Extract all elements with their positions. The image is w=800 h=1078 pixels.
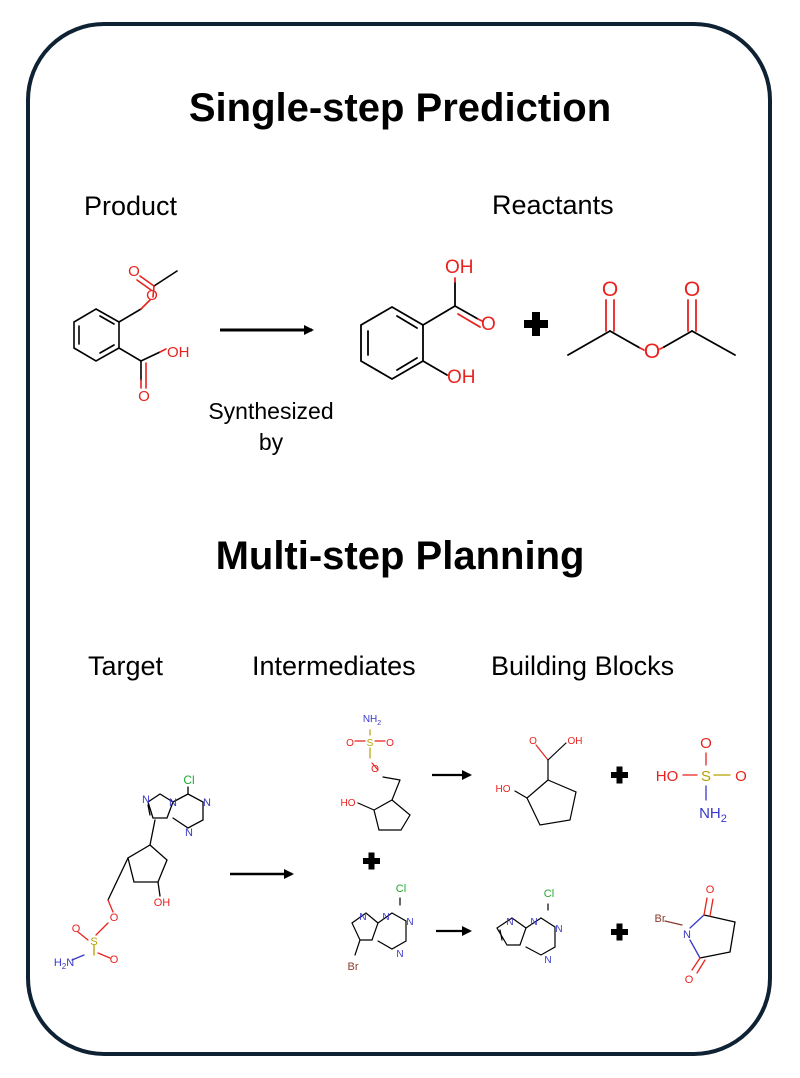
bb3-nitrogen-2: N xyxy=(530,917,537,928)
building-block-3-atom-labels: Cl N N N N xyxy=(506,888,562,966)
plus-sign-1 xyxy=(524,312,548,336)
multi-step-title: Multi-step Planning xyxy=(215,534,585,578)
bb2-amine: NH2 xyxy=(699,805,727,825)
bb2-top-oxygen: O xyxy=(700,735,712,752)
arrow-caption-line2: by xyxy=(258,429,284,455)
int2-chlorine: Cl xyxy=(396,883,406,895)
arrow-caption-line1: Synthesized xyxy=(208,398,334,424)
bb1-hydroxyl: HO xyxy=(496,784,511,795)
plus-sign-intermediates xyxy=(363,852,380,870)
target-sulfonyl-oxygen-2: O xyxy=(110,954,119,966)
int2-nitrogen-1: N xyxy=(359,912,366,923)
bb3-chlorine: Cl xyxy=(544,888,554,900)
target-nitrogen-1: N xyxy=(142,794,150,806)
target-nitrogen-3: N xyxy=(203,797,211,809)
bb1-carbonyl-oxygen: O xyxy=(529,736,537,747)
building-block-1-molecule xyxy=(514,742,577,826)
salicylic-carbonyl-oxygen: O xyxy=(481,314,496,335)
rounded-frame xyxy=(26,22,772,1056)
building-block-4-atom-labels: O Br N O xyxy=(655,884,715,986)
int1-hydroxyl: HO xyxy=(341,798,356,809)
product-ester-oxygen: O xyxy=(146,287,158,304)
bb4-bromine: Br xyxy=(655,913,666,925)
anhydride-bridge-oxygen: O xyxy=(644,340,660,363)
building-blocks-label: Building Blocks xyxy=(491,651,675,681)
target-nitrogen-2: N xyxy=(169,797,177,809)
int1-oxygen-right: O xyxy=(386,738,394,749)
salicylic-hydroxyl-top: OH xyxy=(445,257,474,278)
bb3-nitrogen-3: N xyxy=(555,924,562,935)
target-sulfur: S xyxy=(90,936,97,948)
target-nitrogen-4: N xyxy=(185,827,193,839)
intermediate-1-molecule xyxy=(354,729,411,831)
product-hydroxyl: OH xyxy=(167,344,190,361)
bb2-hydroxyl: HO xyxy=(656,768,679,785)
reactants-label: Reactants xyxy=(492,190,614,220)
target-chlorine: Cl xyxy=(183,773,194,787)
anhydride-oxygen-left: O xyxy=(602,278,618,301)
target-sulfonyl-oxygen-1: O xyxy=(72,923,81,935)
plus-sign-bb3 xyxy=(611,923,628,941)
bb4-nitrogen: N xyxy=(683,929,691,941)
arrow-caption: Synthesized by xyxy=(185,396,357,458)
intermediate-1-atom-labels: NH2 S O O O HO xyxy=(341,714,395,809)
int2-bromine: Br xyxy=(348,961,359,973)
building-block-2-molecule xyxy=(682,752,731,801)
bb4-oxygen-bottom: O xyxy=(685,974,694,986)
int1-amine: NH2 xyxy=(363,714,381,727)
anhydride-oxygen-right: O xyxy=(684,278,700,301)
target-molecule xyxy=(71,786,204,961)
target-amine: H2N xyxy=(54,957,74,971)
product-molecule xyxy=(73,270,178,389)
plus-sign-bb1 xyxy=(611,766,628,784)
building-block-1-atom-labels: O OH HO xyxy=(496,736,583,795)
bb2-sulfur: S xyxy=(701,768,711,785)
intermediate-2-molecule xyxy=(351,897,407,956)
bb3-nitrogen-1: N xyxy=(506,917,513,928)
bb1-acid-hydroxyl: OH xyxy=(568,736,583,747)
int2-nitrogen-2: N xyxy=(382,912,389,923)
int2-nitrogen-3: N xyxy=(406,917,413,928)
bb4-oxygen-top: O xyxy=(706,884,715,896)
salicylic-acid-molecule xyxy=(360,277,483,381)
int1-sulfur: S xyxy=(367,738,374,749)
intermediate-2-atom-labels: Cl N N N N Br xyxy=(348,883,414,973)
product-acid-oxygen: O xyxy=(138,388,150,405)
single-step-title: Single-step Prediction xyxy=(188,86,612,130)
bb2-right-oxygen: O xyxy=(735,768,747,785)
acetic-anhydride-molecule xyxy=(567,299,736,356)
target-linker-oxygen: O xyxy=(110,912,119,924)
product-ketone-oxygen: O xyxy=(128,263,140,280)
building-block-4-molecule xyxy=(664,897,736,974)
building-block-2-atom-labels: O HO S O NH2 xyxy=(656,735,747,825)
salicylic-hydroxyl-bottom: OH xyxy=(447,367,476,388)
intermediates-label: Intermediates xyxy=(252,651,416,681)
building-block-3-molecule xyxy=(496,903,556,956)
bb3-nitrogen-4: N xyxy=(544,955,551,966)
target-label: Target xyxy=(88,651,164,681)
int2-nitrogen-4: N xyxy=(396,949,403,960)
int1-ester-oxygen: O xyxy=(371,764,379,775)
target-atom-labels: Cl N N N N OH O S O O H2N xyxy=(54,773,211,971)
target-hydroxyl: OH xyxy=(154,897,171,909)
product-label: Product xyxy=(84,191,178,221)
int1-oxygen-left: O xyxy=(346,738,354,749)
